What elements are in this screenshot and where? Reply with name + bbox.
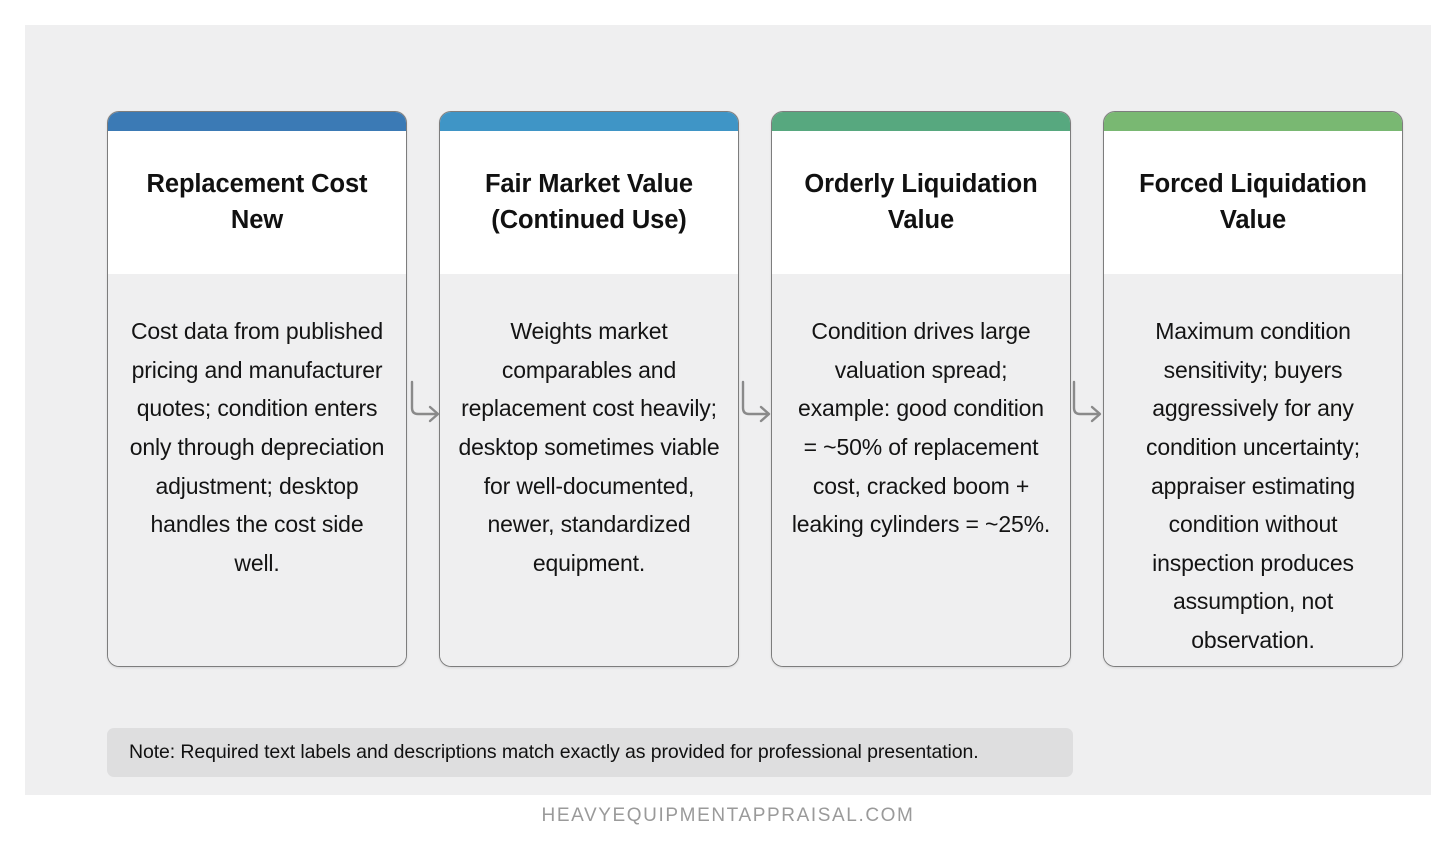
card-accent-bar-2 <box>440 112 738 131</box>
card-title-zone-4: Forced Liquidation Value <box>1104 131 1402 274</box>
card-body-zone-2: Weights market comparables and replaceme… <box>440 274 738 666</box>
card-body-1: Cost data from published pricing and man… <box>129 318 385 576</box>
card-body-zone-3: Condition drives large valuation spread;… <box>772 274 1070 666</box>
diagram-canvas: Replacement Cost New Cost data from publ… <box>25 25 1431 795</box>
card-title-4: Forced Liquidation Value <box>1139 170 1367 234</box>
card-accent-bar-4 <box>1104 112 1402 131</box>
card-fair-market-value[interactable]: Fair Market Value (Continued Use) Weight… <box>439 111 739 667</box>
card-body-2: Weights market comparables and replaceme… <box>458 318 720 576</box>
footer-watermark: HEAVYEQUIPMENTAPPRAISAL.COM <box>0 805 1456 827</box>
note-bar: Note: Required text labels and descripti… <box>107 728 1073 777</box>
card-title-zone-2: Fair Market Value (Continued Use) <box>440 131 738 274</box>
card-forced-liquidation-value[interactable]: Forced Liquidation Value Maximum conditi… <box>1103 111 1403 667</box>
card-orderly-liquidation-value[interactable]: Orderly Liquidation Value Condition driv… <box>771 111 1071 667</box>
card-accent-bar-3 <box>772 112 1070 131</box>
card-title-3: Orderly Liquidation Value <box>804 170 1038 234</box>
footer-text: HEAVYEQUIPMENTAPPRAISAL.COM <box>541 805 915 826</box>
note-text: Note: Required text labels and descripti… <box>129 741 979 763</box>
card-body-zone-4: Maximum condition sensitivity; buyers ag… <box>1104 274 1402 666</box>
card-body-zone-1: Cost data from published pricing and man… <box>108 274 406 666</box>
card-body-4: Maximum condition sensitivity; buyers ag… <box>1145 318 1361 653</box>
card-title-1: Replacement Cost New <box>146 170 368 234</box>
card-replacement-cost-new[interactable]: Replacement Cost New Cost data from publ… <box>107 111 407 667</box>
card-title-2: Fair Market Value (Continued Use) <box>484 170 694 234</box>
card-title-zone-3: Orderly Liquidation Value <box>772 131 1070 274</box>
card-body-3: Condition drives large valuation spread;… <box>791 318 1051 538</box>
card-title-zone-1: Replacement Cost New <box>108 131 406 274</box>
value-definition-card-row: Replacement Cost New Cost data from publ… <box>107 111 1403 667</box>
card-accent-bar-1 <box>108 112 406 131</box>
